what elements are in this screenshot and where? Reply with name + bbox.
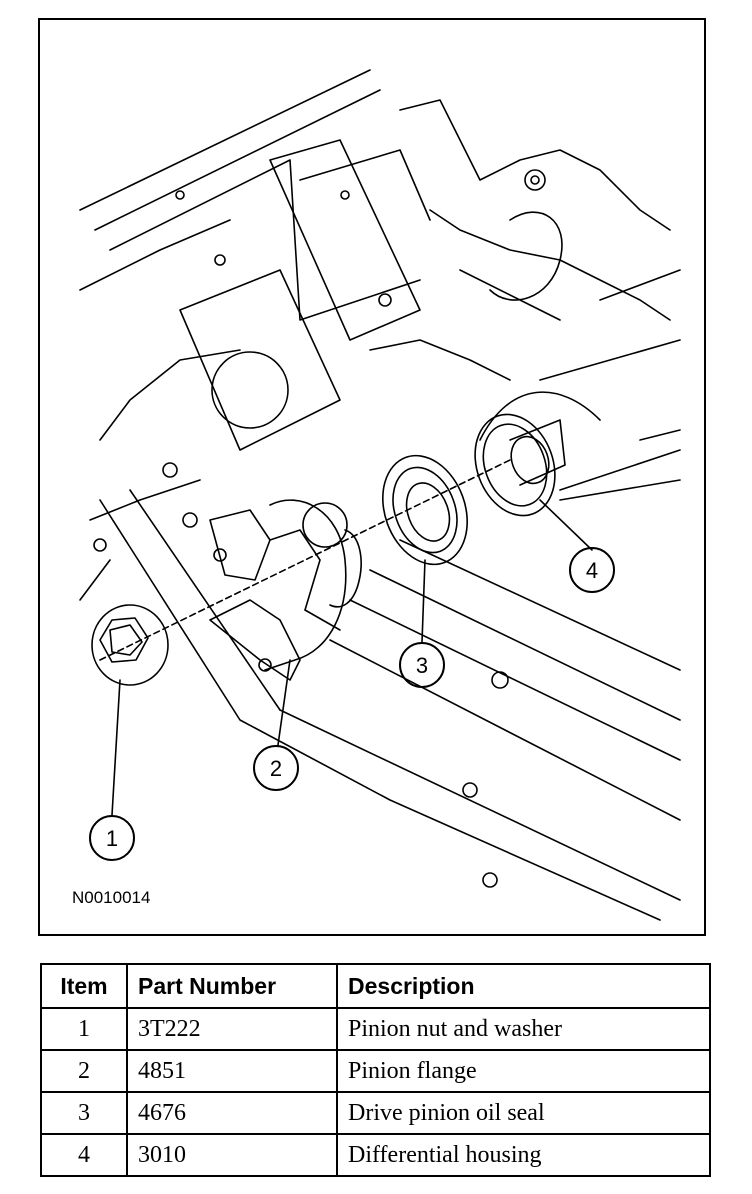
description-cell: Pinion flange: [336, 1049, 711, 1093]
part-number-cell: 3010: [126, 1133, 338, 1177]
callout-3-label: 3: [416, 653, 428, 678]
exploded-view-figure: 1 2 3 4 N0010014: [38, 18, 706, 936]
table-row: 2 4851 Pinion flange: [40, 1049, 711, 1093]
pinion-assembly-drawing: 1 2 3 4: [79, 69, 681, 921]
header-part-number: Part Number: [126, 963, 338, 1009]
figure-id: N0010014: [72, 888, 151, 907]
callout-1-label: 1: [106, 826, 118, 851]
callout-4-label: 4: [586, 558, 598, 583]
description-cell: Differential housing: [336, 1133, 711, 1177]
pinion-flange-part: [182, 499, 362, 681]
item-cell: 2: [40, 1049, 128, 1093]
pinion-nut-part: [91, 604, 169, 686]
part-number-cell: 4851: [126, 1049, 338, 1093]
part-number-cell: 4676: [126, 1091, 338, 1135]
header-description: Description: [336, 963, 711, 1009]
callout-2-label: 2: [270, 756, 282, 781]
table-header-row: Item Part Number Description: [40, 963, 711, 1009]
callout-1: 1: [89, 815, 135, 861]
callout-4: 4: [569, 547, 615, 593]
description-cell: Pinion nut and washer: [336, 1007, 711, 1051]
item-cell: 4: [40, 1133, 128, 1177]
oil-seal-part: [382, 454, 468, 566]
description-cell: Drive pinion oil seal: [336, 1091, 711, 1135]
differential-housing-part: [474, 391, 601, 517]
part-number-cell: 3T222: [126, 1007, 338, 1051]
item-cell: 3: [40, 1091, 128, 1135]
pinion-axis-line: [99, 459, 511, 661]
table-row: 1 3T222 Pinion nut and washer: [40, 1007, 711, 1051]
callout-3: 3: [399, 642, 445, 688]
item-cell: 1: [40, 1007, 128, 1051]
vehicle-frame-lines: [79, 69, 681, 921]
header-item: Item: [40, 963, 128, 1009]
table-row: 3 4676 Drive pinion oil seal: [40, 1091, 711, 1135]
table-row: 4 3010 Differential housing: [40, 1133, 711, 1177]
parts-table: Item Part Number Description 1 3T222 Pin…: [40, 963, 711, 1177]
callout-2: 2: [253, 745, 299, 791]
callout-leader-lines: [111, 499, 593, 816]
